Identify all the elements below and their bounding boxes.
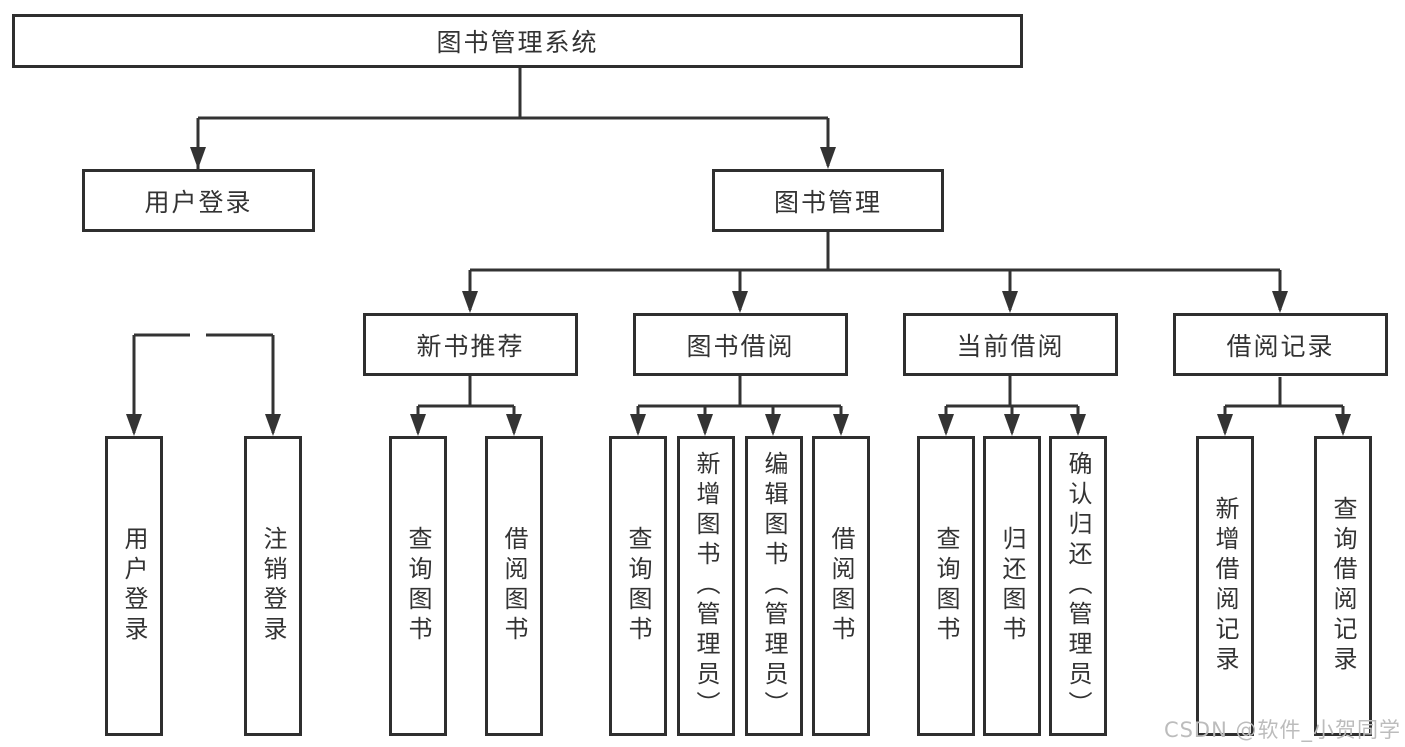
node-root-title: 图书管理系统 — [12, 14, 1023, 68]
leaf-label: 查询图书 — [624, 526, 652, 646]
csdn-watermark: CSDN @软件_小贺同学 — [1163, 718, 1401, 742]
node-book-borrow: 图书借阅 — [633, 313, 848, 376]
leaf-query-borrow-record: 查询借阅记录 — [1314, 436, 1372, 736]
leaf-label: 注销登录 — [259, 526, 287, 646]
leaf-label: 查询图书 — [404, 526, 432, 646]
leaf-borrow-books: 借阅图书 — [812, 436, 870, 736]
leaf-label: 用户登录 — [120, 526, 148, 646]
node-book-management-branch: 图书管理 — [712, 169, 944, 232]
leaf-borrow-books-recommend: 借阅图书 — [485, 436, 543, 736]
leaf-query-books-recommend: 查询图书 — [389, 436, 447, 736]
leaf-label: 借阅图书 — [500, 526, 528, 646]
leaf-add-books-admin: 新增图书（管理员） — [677, 436, 735, 736]
node-user-login-branch: 用户登录 — [82, 169, 315, 232]
tree-edges — [132, 68, 1345, 433]
node-new-book-recommend: 新书推荐 — [363, 313, 578, 376]
leaf-label: 确认归还（管理员） — [1064, 451, 1092, 721]
leaf-label: 查询图书 — [932, 526, 960, 646]
leaf-label: 新增借阅记录 — [1211, 496, 1239, 676]
leaf-query-books-current: 查询图书 — [917, 436, 975, 736]
leaf-logout: 注销登录 — [244, 436, 302, 736]
leaf-query-books-borrow: 查询图书 — [609, 436, 667, 736]
leaf-edit-books-admin: 编辑图书（管理员） — [745, 436, 803, 736]
leaf-confirm-return-admin: 确认归还（管理员） — [1049, 436, 1107, 736]
leaf-add-borrow-record: 新增借阅记录 — [1196, 436, 1254, 736]
leaf-label: 查询借阅记录 — [1329, 496, 1357, 676]
leaf-user-login: 用户登录 — [105, 436, 163, 736]
leaf-label: 借阅图书 — [827, 526, 855, 646]
node-current-borrow: 当前借阅 — [903, 313, 1118, 376]
leaf-label: 归还图书 — [998, 526, 1026, 646]
node-borrow-records: 借阅记录 — [1173, 313, 1388, 376]
leaf-label: 编辑图书（管理员） — [760, 451, 788, 721]
leaf-label: 新增图书（管理员） — [692, 451, 720, 721]
leaf-return-books: 归还图书 — [983, 436, 1041, 736]
